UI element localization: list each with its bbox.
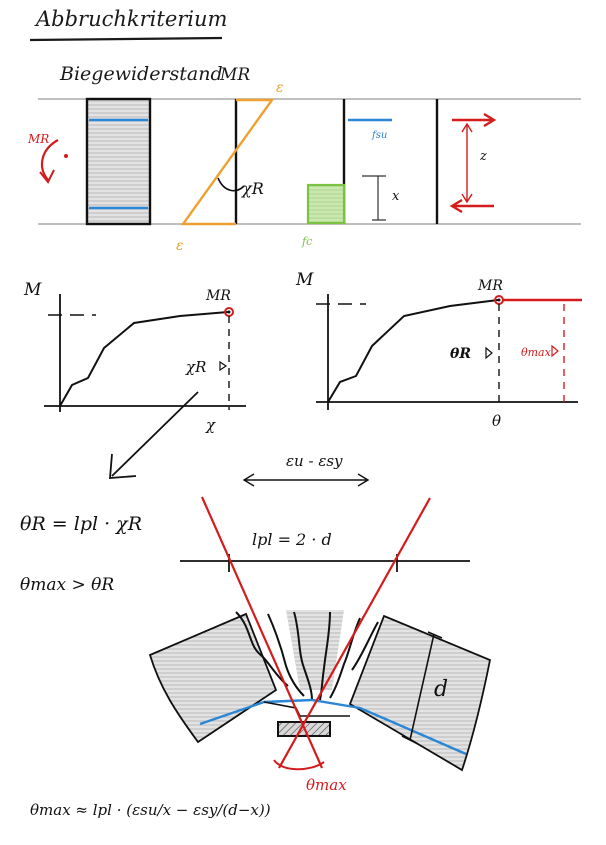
right-plot-theta-max-label: θmax — [521, 346, 552, 359]
right-plot-mr-dot — [497, 298, 501, 302]
hinge-core — [286, 610, 344, 690]
hinge-rebar — [199, 698, 467, 756]
moment-dot — [64, 154, 68, 158]
left-plot-chi-r-label: χR — [185, 358, 206, 376]
fsu-label: fsu — [371, 130, 387, 141]
compression-force-arrow — [449, 198, 494, 214]
left-plot-x-label: χ — [205, 416, 216, 434]
strain-top-label: ε — [276, 80, 284, 96]
beam-left-segment — [148, 612, 278, 744]
tension-force-arrow — [452, 112, 497, 128]
crack-6 — [351, 621, 379, 671]
rotation-label: θmax — [306, 776, 347, 794]
x-label: x — [392, 189, 400, 204]
right-plot-x-label: θ — [492, 412, 501, 430]
x-dimension — [362, 175, 386, 221]
strain-profile — [180, 98, 275, 226]
left-plot-chi-r-marker — [219, 360, 228, 372]
concrete-stress-block — [306, 183, 346, 225]
crack-2 — [267, 613, 305, 697]
lever-arm — [461, 122, 473, 204]
right-plot-theta-r-label: θR — [450, 346, 471, 362]
subtitle: Biegewiderstand — [59, 63, 223, 85]
formula-theta-r: θR = lpl · χR — [20, 513, 142, 535]
depth-label: d — [434, 677, 448, 702]
transition-arrow — [109, 391, 199, 479]
right-plot-theta-max-marker — [551, 344, 559, 358]
moment-arrow — [40, 139, 59, 181]
left-plot-curve — [59, 311, 229, 407]
curvature-arc — [217, 177, 245, 192]
left-plot-point-label: MR — [205, 288, 231, 304]
crack-3 — [293, 611, 313, 701]
right-plot-point-label: MR — [477, 278, 503, 294]
formula-plastic-length: lpl = 2 · d — [252, 530, 332, 549]
strain-bottom-label: ε — [176, 238, 184, 254]
left-plot-y-label: M — [23, 280, 42, 300]
moment-label: MR — [27, 132, 49, 146]
formula-theta-compare: θmax > θR — [20, 575, 114, 595]
strain-range-bar — [242, 473, 370, 487]
title-underline — [29, 36, 223, 42]
right-plot-theta-r-marker — [485, 346, 493, 360]
rotation-line-right — [278, 497, 431, 769]
page-title: Abbruchkriterium — [34, 7, 227, 31]
left-plot-mr-dot — [227, 310, 231, 314]
rotation-arc — [273, 759, 325, 771]
fc-label: fc — [301, 235, 312, 248]
z-label: z — [479, 149, 487, 164]
right-plot-curve — [327, 299, 499, 403]
cross-section — [85, 97, 152, 226]
curvature-label: χR — [241, 179, 264, 198]
right-plot-y-label: M — [295, 270, 314, 290]
subtitle-symbol: MR — [219, 65, 250, 85]
strain-range-label: εu - εsy — [286, 452, 343, 470]
rotation-line-left — [200, 496, 324, 769]
moment-arrowhead — [39, 169, 55, 184]
crack-1 — [235, 611, 289, 687]
formula-theta-max: θmax ≈ lpl · (εsu/x − εsy/(d−x)) — [30, 801, 271, 819]
depth-dimension — [401, 631, 443, 745]
